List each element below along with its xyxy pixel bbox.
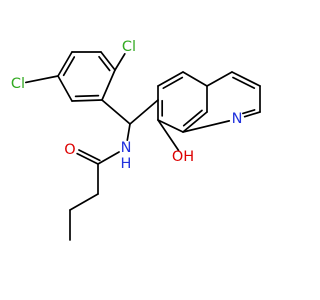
bond-q8a-q4a — [182, 111, 208, 133]
bond-d4-d5-double — [62, 56, 76, 77]
atom-labels: Cl Cl N OH N H O — [11, 39, 243, 172]
bond-d2-d3-double — [74, 94, 100, 98]
bond-q8a-q4a-double — [182, 109, 203, 127]
molecule-structure-diagram: Cl Cl N OH N H O — [11, 39, 261, 241]
bond-q4-q3 — [206, 71, 233, 87]
bond-q1-NQ — [243, 111, 261, 118]
bond-q3-q2 — [231, 71, 261, 87]
bond-d2-CH — [101, 99, 131, 125]
bond-d4-d5 — [57, 51, 73, 77]
bond-CH-NH — [126, 123, 131, 141]
atom-label-nh: N — [121, 140, 132, 156]
bond-q5-q6-double — [162, 76, 184, 90]
bond-q5-q6 — [157, 71, 184, 87]
bond-d3-d4 — [57, 75, 73, 102]
bond-CH-q7 — [129, 99, 159, 125]
bond-Cam-Oc-double — [78, 149, 101, 162]
bond-e1-e2 — [69, 193, 99, 211]
bond-ClT-d1 — [114, 52, 126, 71]
bond-q8-OH — [157, 119, 180, 152]
bond-q3-q2-double — [232, 76, 256, 89]
atom-label-oh: OH — [172, 149, 194, 165]
bond-q4-q5 — [182, 71, 208, 87]
bond-NH-Cam — [97, 151, 120, 165]
bond-lines — [24, 51, 261, 241]
atom-label-cl-left: Cl — [11, 76, 25, 92]
atom-label-n-quinoline: N — [232, 111, 243, 127]
bond-Cam-Oc — [76, 152, 99, 165]
atom-label-o-carbonyl: O — [64, 142, 75, 158]
atom-label-cl-top: Cl — [122, 39, 136, 55]
bond-d6-d1-double — [98, 55, 111, 72]
bond-d6-d1 — [100, 51, 116, 71]
bond-d2-d3 — [71, 99, 103, 102]
bond-ClL-d4 — [24, 75, 59, 84]
bond-q1-NQ-double — [242, 109, 256, 115]
bond-d1-d2 — [101, 69, 116, 101]
atom-label-nh-hydrogen: H — [121, 156, 132, 172]
bond-q8-q8a — [157, 119, 184, 133]
bond-NQ-q8a — [182, 120, 231, 133]
